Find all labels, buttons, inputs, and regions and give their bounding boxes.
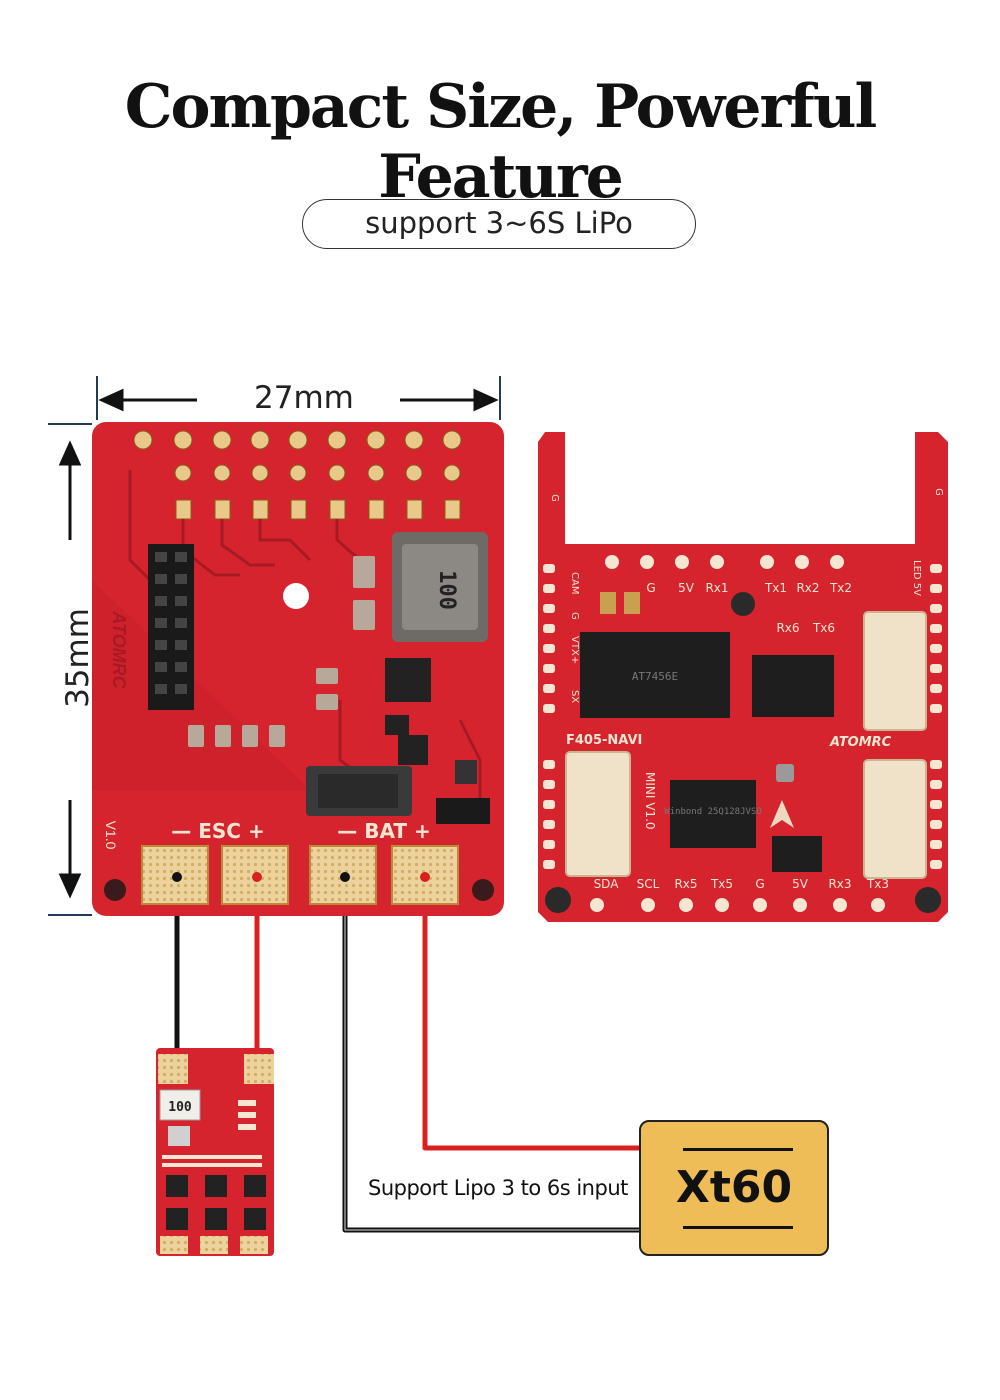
fc-pad-label: VTX+ [569,636,580,664]
height-dimension-arrow [48,423,92,916]
fc-pad-label: Rx2 [796,581,819,595]
xt60-top-rule [683,1148,793,1151]
fc-pad-label: G [549,494,560,502]
fc-pad-label: G [933,488,944,496]
inductor-marking: 100 [434,570,459,610]
esc-label: — ESC + [171,819,264,843]
esc-inductor-marking: 100 [168,1100,192,1115]
wiring-caption: Support Lipo 3 to 6s input [368,1176,628,1200]
fc-mini-label: MINI V1.0 [643,772,657,830]
xt60-bottom-rule [683,1226,793,1229]
pdb-board: 100 ATOMRC V1.0 — ESC + — BAT + [92,422,504,916]
flight-controller-board: AT7456E Winbond 25Q128JVSO G 5V Rx1 Tx1 … [538,432,948,922]
xt60-label: Xt60 [675,1162,793,1213]
fc-pad-label: Rx3 [828,877,851,891]
fc-pad-label: G [569,612,580,620]
page-title: Compact Size, Powerful Feature [124,72,878,212]
width-dimension-label: 27mm [254,380,354,416]
width-dimension-arrow [96,376,501,420]
fc-pad-label: Tx6 [812,621,835,635]
pdb-version: V1.0 [103,821,119,850]
jst-connectors [565,611,927,879]
fc-pad-label: Tx3 [866,877,889,891]
fc-pad-label: LED 5V [911,560,922,596]
servo-pin-pads [133,430,462,520]
fc-pad-label: CAM [569,572,580,594]
bat-label: — BAT + [337,819,431,843]
fc-pad-label: SCL [637,877,660,891]
fc-pad-label: Rx6 [776,621,799,635]
flash-chip [670,780,756,848]
osd-chip [580,632,730,718]
xt60-connector: Xt60 [639,1120,829,1256]
fc-brand-label: ATOMRC [829,735,892,750]
fc-pad-label: SX [569,690,580,703]
pin-header [148,544,194,710]
osd-chip-marking: AT7456E [632,670,678,683]
fc-pad-label: Rx1 [705,581,728,595]
esc-module: 100 [156,1048,274,1256]
fc-pad-label: G [646,581,655,595]
fc-pad-label: Tx2 [829,581,852,595]
pdb-brand-mark: ATOMRC [109,610,129,689]
fc-pad-label: 5V [678,581,695,595]
fc-pad-label: Tx5 [710,877,733,891]
fc-pad-label: SDA [594,877,620,891]
flash-chip-marking: Winbond 25Q128JVSO [664,807,762,817]
fc-pad-label: Rx5 [674,877,697,891]
fc-pad-label: G [755,877,764,891]
fc-pad-label: Tx1 [764,581,787,595]
fc-pad-label: 5V [792,877,809,891]
lipo-support-badge: support 3~6S LiPo [302,199,696,249]
fc-model-label: F405-NAVI [566,733,642,748]
